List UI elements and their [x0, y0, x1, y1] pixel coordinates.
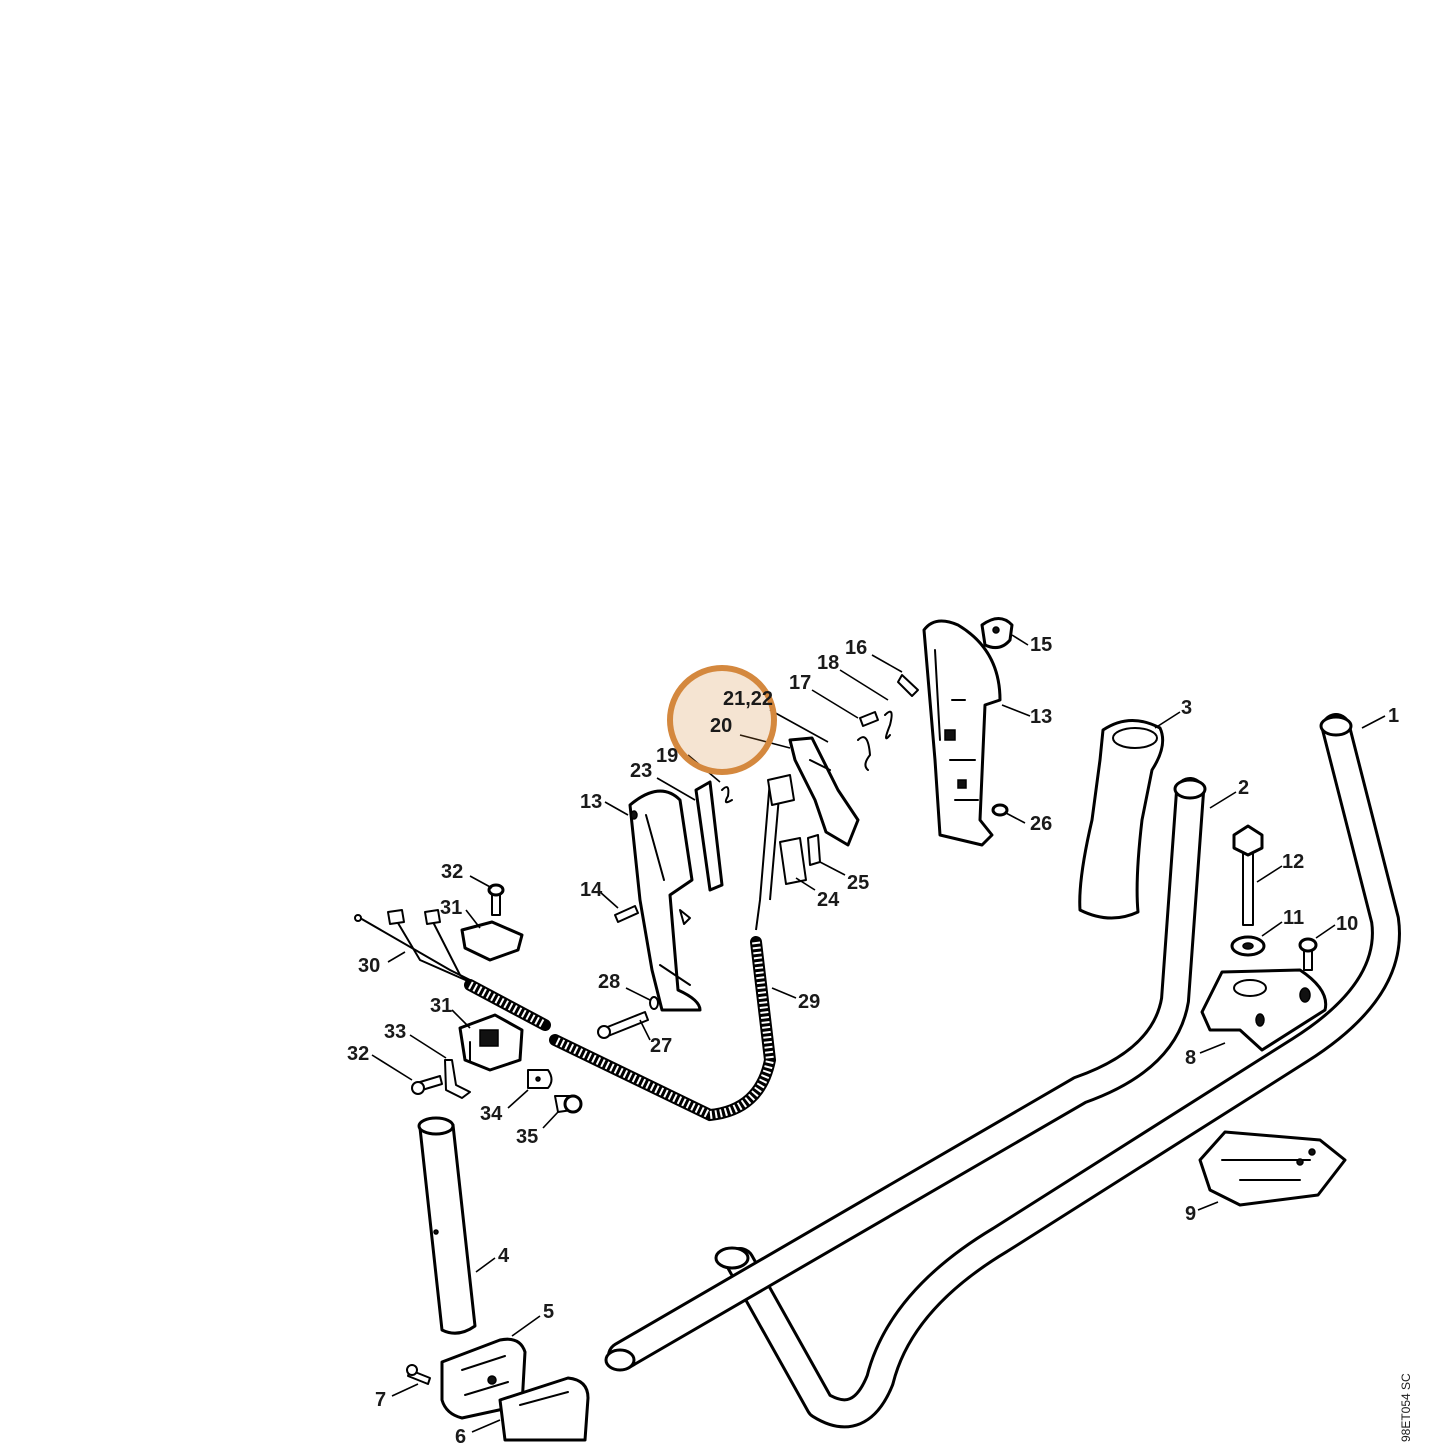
throttle-trigger	[788, 736, 860, 847]
support-pipe	[417, 1116, 477, 1335]
clamp-lower	[498, 1376, 590, 1442]
handlebar-tube-2	[604, 777, 1207, 1372]
screw-throttle	[859, 711, 879, 727]
ground-contact-upper	[460, 920, 524, 962]
handle-grip	[1078, 719, 1165, 920]
callout-29: 29	[798, 991, 820, 1013]
callout-31-upper: 31	[440, 897, 462, 919]
contact-spring	[527, 1069, 553, 1089]
screw-contact	[554, 1094, 583, 1114]
callout-7: 7	[375, 1389, 386, 1411]
leader-lines	[371, 634, 1386, 1433]
callout-13-right: 13	[1030, 706, 1052, 728]
handle-housing-left	[628, 789, 702, 1012]
callout-32-upper: 32	[441, 861, 463, 883]
clamp-block	[1200, 968, 1328, 1052]
contact-bracket	[444, 1059, 471, 1099]
callout-15: 15	[1030, 634, 1052, 656]
callout-11: 11	[1283, 907, 1304, 929]
screw-housing	[614, 905, 639, 923]
callout-2: 2	[1238, 777, 1249, 799]
callout-8: 8	[1185, 1047, 1196, 1069]
clamp-screw	[406, 1364, 431, 1385]
callout-19: 19	[656, 745, 678, 767]
callout-16: 16	[845, 637, 867, 659]
highlight-circle	[667, 665, 777, 775]
switch-contact	[807, 834, 821, 866]
hex-nut	[649, 996, 659, 1010]
long-screw	[597, 1011, 649, 1039]
switch-plate	[779, 837, 807, 885]
callout-20: 20	[710, 715, 732, 737]
washer	[1230, 935, 1266, 957]
drawing-code: 98ET054 SC	[1399, 1373, 1413, 1442]
nut-small	[991, 803, 1009, 817]
callout-6: 6	[455, 1426, 466, 1445]
callout-28: 28	[598, 971, 620, 993]
callout-9: 9	[1185, 1203, 1196, 1225]
callout-23: 23	[630, 760, 652, 782]
lockout-lever	[694, 780, 724, 892]
wiring-harness	[354, 909, 551, 1031]
handle-housing-right	[922, 619, 1002, 847]
rotary-knob	[980, 617, 1014, 650]
screw-upper	[487, 883, 505, 916]
switch-housing	[458, 1013, 524, 1072]
callout-1: 1	[1388, 705, 1399, 727]
callout-30: 30	[358, 955, 380, 977]
callout-26: 26	[1030, 813, 1052, 835]
callout-33: 33	[384, 1021, 406, 1043]
callout-5: 5	[543, 1301, 554, 1323]
callout-31-lower: 31	[430, 995, 452, 1017]
clamp-bolt	[1232, 824, 1264, 926]
clamp-base	[1198, 1130, 1347, 1207]
callout-35: 35	[516, 1126, 538, 1148]
callout-17: 17	[789, 672, 811, 694]
screw-small	[1298, 937, 1318, 971]
spring-coil	[721, 786, 733, 804]
callout-3: 3	[1181, 697, 1192, 719]
callout-13-left: 13	[580, 791, 602, 813]
callout-32-lower: 32	[347, 1043, 369, 1065]
callout-4: 4	[498, 1245, 510, 1267]
callout-10: 10	[1336, 913, 1358, 935]
torsion-spring	[857, 710, 893, 771]
callout-18: 18	[817, 652, 839, 674]
callout-21-22: 21,22	[723, 688, 773, 710]
callout-34: 34	[480, 1103, 503, 1125]
retaining-clip	[897, 674, 919, 697]
handlebar-tube-1	[714, 713, 1401, 1429]
callout-25: 25	[847, 872, 869, 894]
callout-12: 12	[1282, 851, 1304, 873]
callout-24: 24	[817, 889, 840, 911]
callout-labels: 1 2 3 4 5 6 7 8 9 10 11 12 13 13 14 15 1…	[347, 634, 1399, 1445]
callout-27: 27	[650, 1035, 672, 1057]
screw-lower	[411, 1075, 443, 1095]
throttle-cable	[549, 774, 795, 1122]
callout-14: 14	[580, 879, 603, 901]
